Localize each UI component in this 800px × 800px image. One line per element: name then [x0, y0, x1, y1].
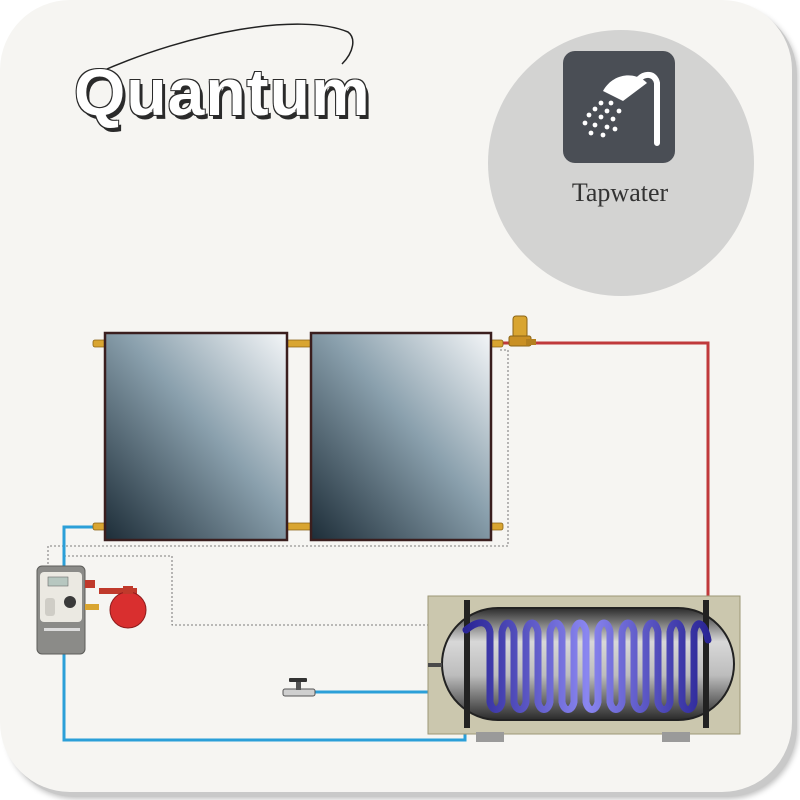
brand-logo: Quantum — [74, 55, 371, 129]
solar-collector — [103, 331, 289, 542]
logo-swoosh — [99, 23, 354, 73]
hot-pipe — [500, 341, 710, 600]
cold-return-pipe — [62, 525, 467, 742]
pump-station — [36, 565, 99, 655]
mode-label: Tapwater — [571, 178, 669, 207]
sensor-cable — [47, 349, 509, 626]
heat-exchanger-coil — [462, 596, 712, 716]
solar-collector — [309, 331, 493, 542]
expansion-vessel — [99, 586, 147, 629]
cold-water-tap — [282, 678, 316, 697]
air-vent-valve — [508, 315, 536, 347]
shower-icon[interactable] — [563, 51, 675, 163]
